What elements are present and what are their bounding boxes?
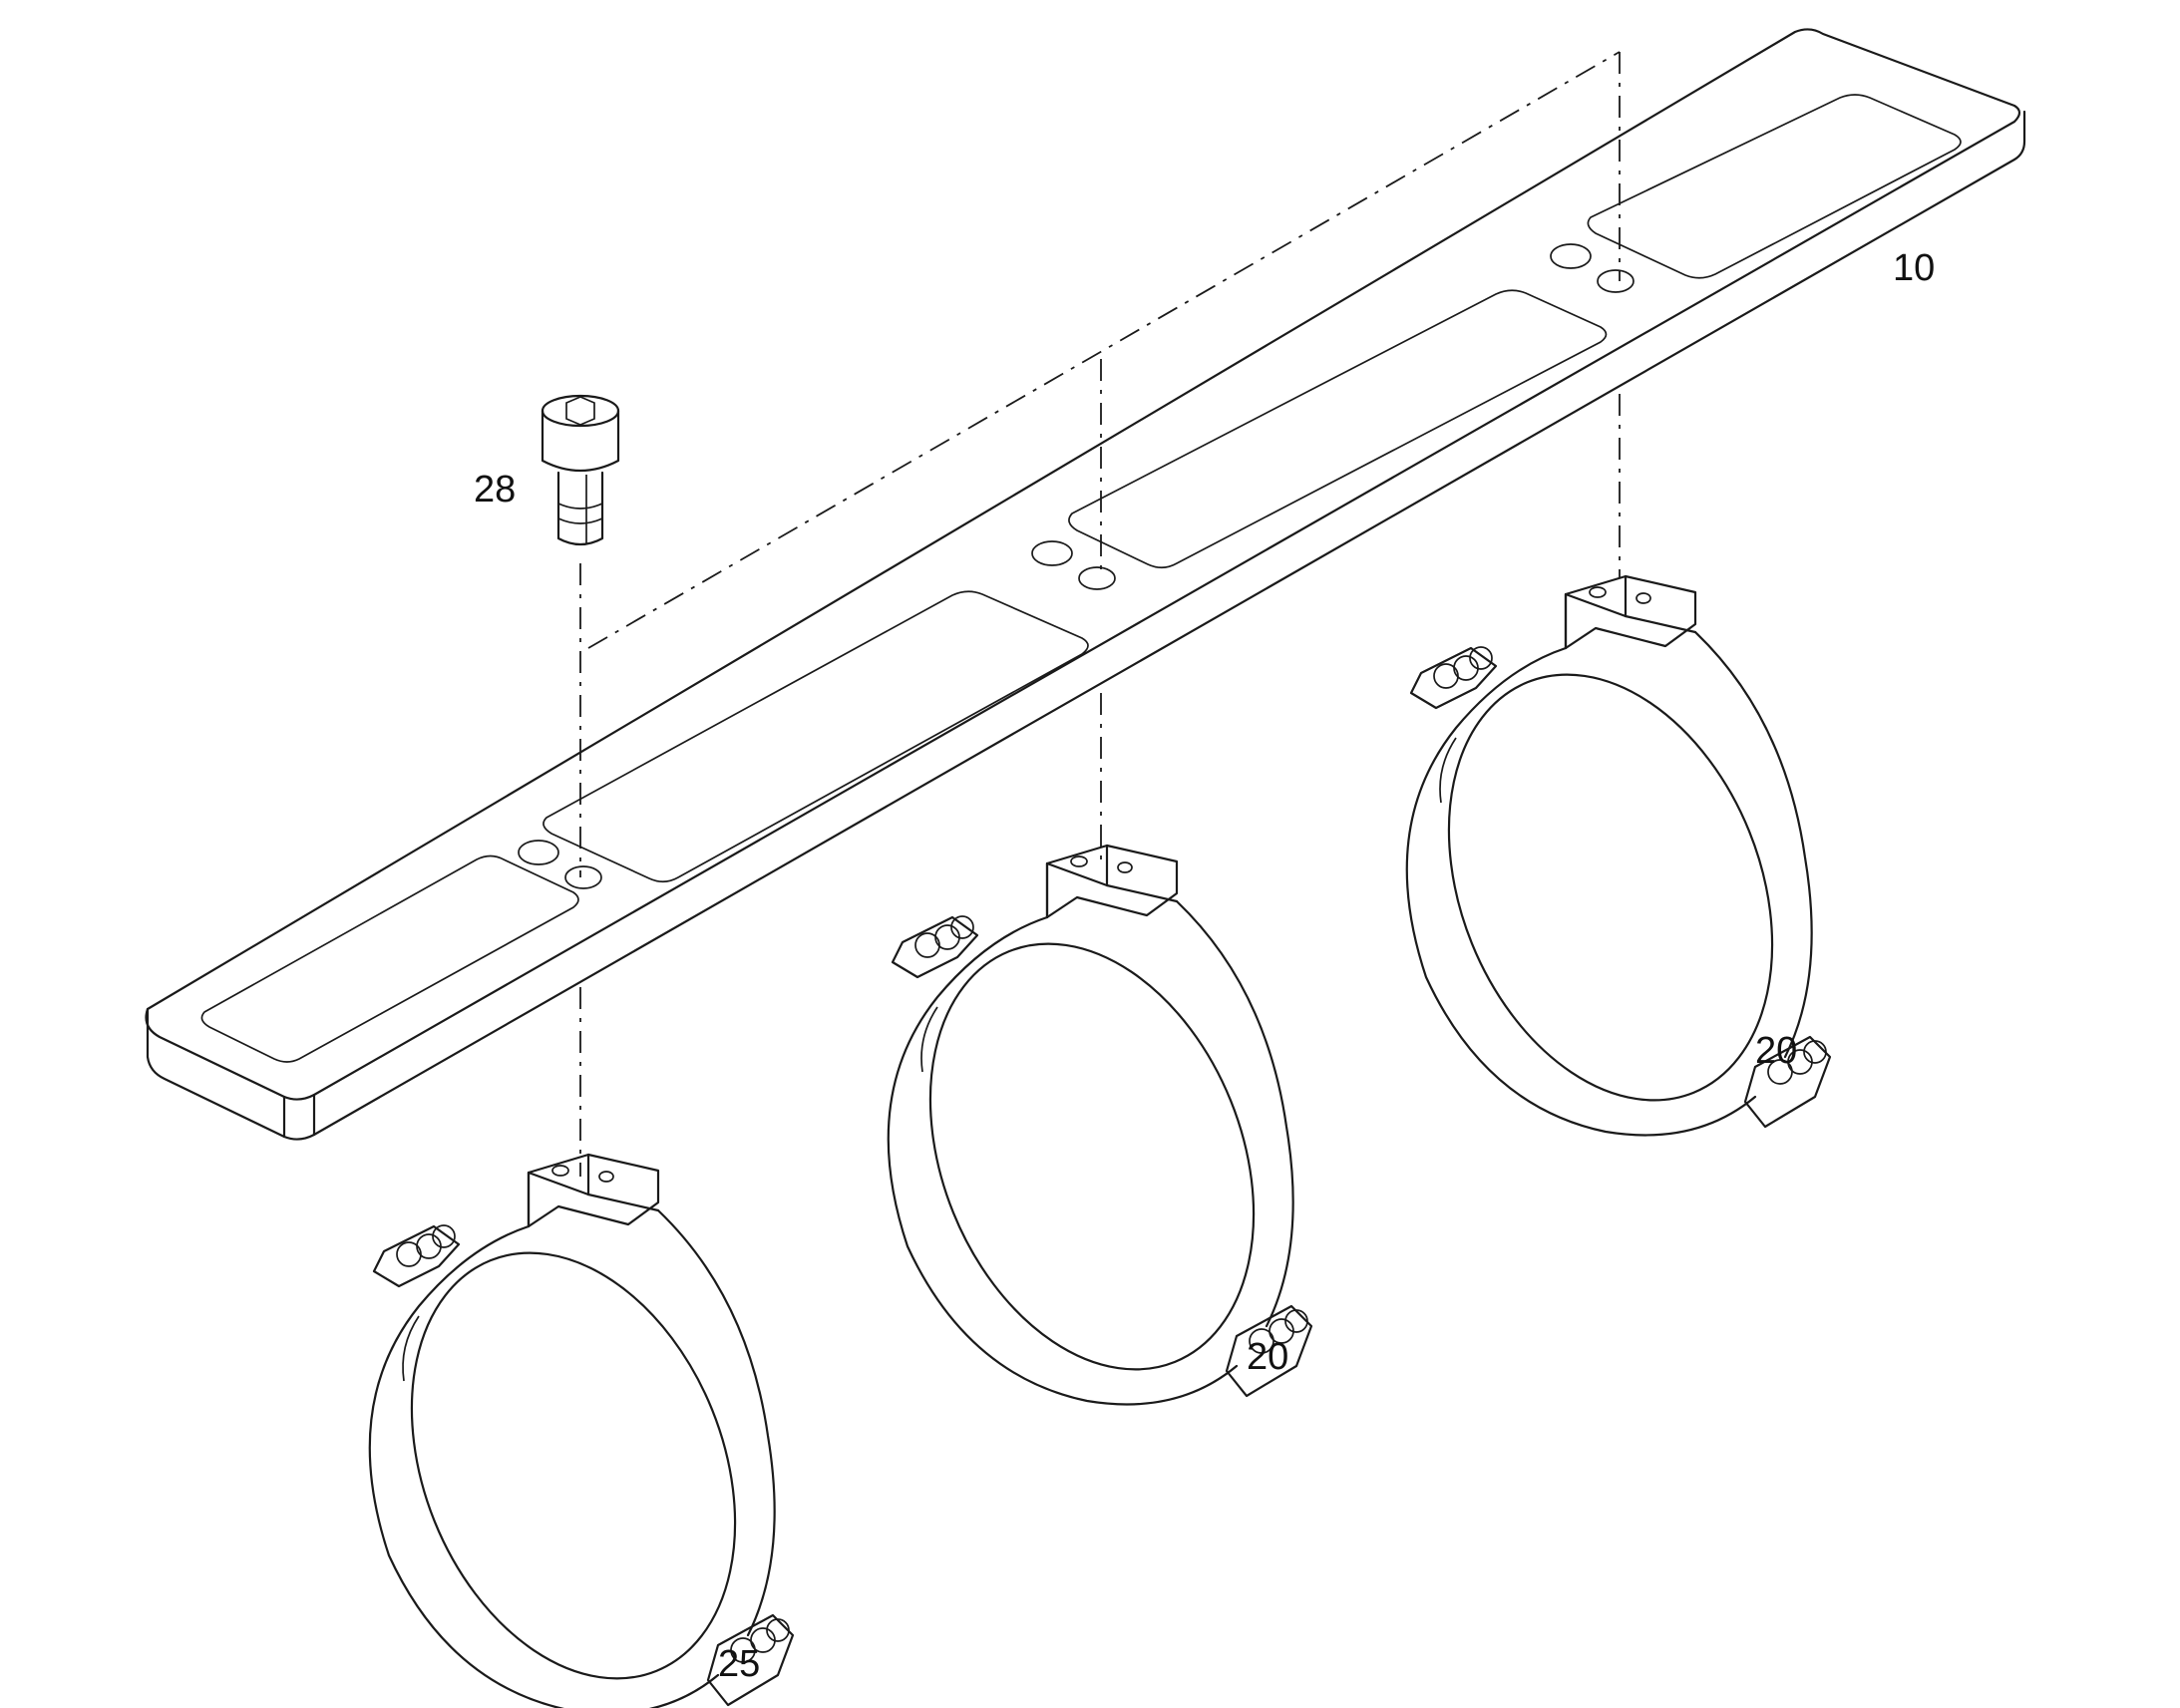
pipe-clamp-middle: [869, 844, 1315, 1420]
callout-clamp-left: 25: [718, 1643, 761, 1685]
callout-screw: 28: [474, 469, 517, 511]
hex-socket-screw-icon: [541, 394, 620, 546]
callout-clamp-right: 20: [1755, 1030, 1798, 1072]
mounting-bar: [145, 28, 2026, 1141]
pipe-clamp-left: [350, 1153, 797, 1708]
callout-bar: 10: [1893, 247, 1936, 289]
explode-lines: [579, 51, 1621, 1177]
callout-clamp-middle: 20: [1247, 1336, 1289, 1378]
